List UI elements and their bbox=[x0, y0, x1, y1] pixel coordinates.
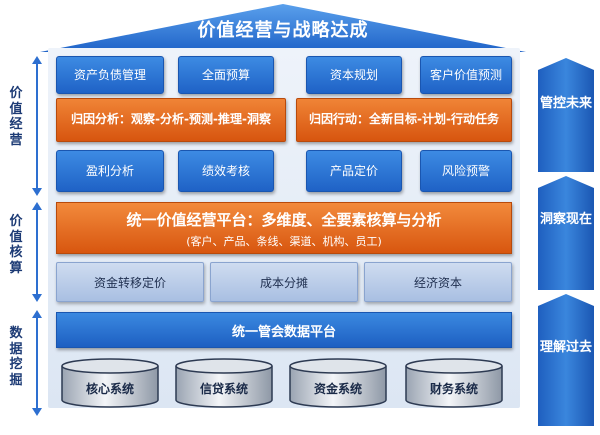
roof-title: 价值经营与战略达成 bbox=[197, 20, 369, 41]
left-label-value-operation: 价值经营 bbox=[9, 86, 23, 148]
database-cylinder-icon bbox=[61, 358, 159, 408]
double-arrow-icon bbox=[32, 56, 42, 196]
box-profit-analysis: 盈利分析 bbox=[56, 150, 164, 192]
double-arrow-icon bbox=[32, 310, 42, 416]
box-risk-warning: 风险预警 bbox=[420, 150, 512, 192]
box-attribution-action: 归因行动：全新目标-计划-行动任务 bbox=[296, 98, 512, 142]
left-label-data-mining: 数据挖掘 bbox=[9, 326, 23, 388]
box-asset-liability-mgmt: 资产负债管理 bbox=[56, 56, 164, 94]
roof-triangle bbox=[40, 4, 526, 52]
box-economic-capital: 经济资本 bbox=[364, 262, 512, 302]
platform-subtitle: (客户、产品、条线、渠道、机构、员工) bbox=[186, 235, 382, 248]
platform-title: 统一价值经营平台：多维度、全要素核算与分析 bbox=[126, 211, 442, 229]
system-finance: 财务系统 bbox=[429, 382, 478, 396]
box-attribution-analysis: 归因分析：观察-分析-预测-推理-洞察 bbox=[56, 98, 286, 142]
right-label-control-future: 管控未来 bbox=[539, 96, 592, 111]
system-core: 核心系统 bbox=[85, 382, 134, 396]
box-customer-value-forecast: 客户价值预测 bbox=[420, 56, 512, 94]
box-performance-assessment: 绩效考核 bbox=[178, 150, 274, 192]
box-cost-allocation: 成本分摊 bbox=[210, 262, 358, 302]
box-comprehensive-budget: 全面预算 bbox=[178, 56, 274, 94]
unified-value-platform: 统一价值经营平台：多维度、全要素核算与分析 (客户、产品、条线、渠道、机构、员工… bbox=[56, 202, 512, 254]
box-funds-transfer-pricing: 资金转移定价 bbox=[56, 262, 204, 302]
box-product-pricing: 产品定价 bbox=[306, 150, 402, 192]
right-label-understand-past: 理解过去 bbox=[539, 340, 592, 355]
database-cylinder-icon bbox=[175, 358, 273, 408]
upward-arrow-column bbox=[538, 58, 594, 426]
right-label-insight-present: 洞察现在 bbox=[539, 212, 592, 227]
box-capital-planning: 资本规划 bbox=[306, 56, 402, 94]
double-arrow-icon bbox=[32, 202, 42, 302]
database-cylinder-icon bbox=[289, 358, 387, 408]
left-label-value-accounting: 价值核算 bbox=[9, 214, 23, 276]
system-treasury: 资金系统 bbox=[313, 382, 362, 396]
system-credit: 信贷系统 bbox=[199, 382, 248, 396]
unified-data-platform: 统一管会数据平台 bbox=[56, 312, 512, 348]
database-cylinder-icon bbox=[405, 358, 503, 408]
